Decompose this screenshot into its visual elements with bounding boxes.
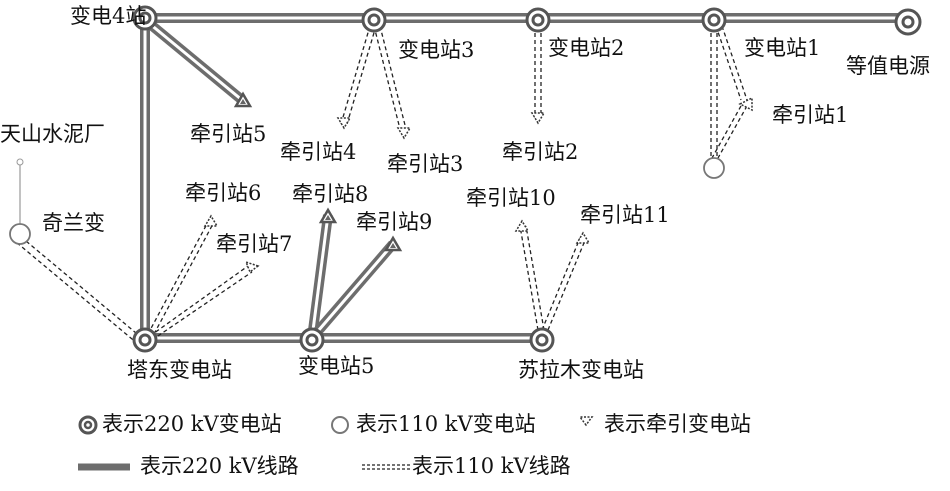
label-traction7: 牵引站7 bbox=[216, 232, 293, 256]
label-tianshan-cement: 天山水泥厂 bbox=[0, 122, 105, 146]
substation2-node bbox=[525, 7, 551, 33]
label-sulamu: 苏拉木变电站 bbox=[518, 358, 644, 382]
legend-sub110-icon bbox=[331, 416, 349, 434]
traction11-node bbox=[575, 231, 591, 244]
line110-sub2-traction2 bbox=[534, 26, 542, 118]
label-traction5: 牵引站5 bbox=[190, 122, 267, 146]
lines-220kv bbox=[140, 13, 908, 343]
label-qilan: 奇兰变 bbox=[42, 211, 105, 235]
label-traction6: 牵引站6 bbox=[185, 181, 262, 205]
line110-tadong-traction6 bbox=[147, 221, 215, 335]
label-substation4: 变电4站 bbox=[70, 4, 147, 28]
line110-tadong-qilan bbox=[15, 235, 143, 345]
equivalent-source-node bbox=[894, 8, 922, 36]
line110-sulamu-traction11 bbox=[541, 237, 587, 331]
label-traction2: 牵引站2 bbox=[502, 140, 579, 164]
legend-traction-text: 表示牵引变电站 bbox=[604, 412, 751, 436]
line110-tadong-traction7 bbox=[149, 265, 253, 341]
traction10-node bbox=[514, 219, 530, 232]
label-traction4: 牵引站4 bbox=[280, 140, 357, 164]
sub220-nodes bbox=[78, 5, 922, 435]
line110-traction1-node bbox=[711, 105, 748, 159]
label-substation1: 变电站1 bbox=[744, 36, 821, 60]
legend-sub220-icon bbox=[78, 415, 98, 435]
tadong-node bbox=[132, 327, 158, 353]
legend-sub220-text: 表示220 kV变电站 bbox=[102, 412, 282, 436]
label-traction10: 牵引站10 bbox=[466, 186, 556, 210]
traction8-node bbox=[318, 207, 338, 224]
traction7-node bbox=[244, 260, 260, 274]
lines-110kv bbox=[15, 25, 748, 470]
node110-sub1-branch bbox=[703, 157, 725, 179]
label-tadong: 塔东变电站 bbox=[127, 358, 232, 382]
label-substation5: 变电站5 bbox=[298, 354, 375, 378]
label-substation3: 变电站3 bbox=[398, 38, 475, 62]
substation4-node bbox=[132, 5, 158, 31]
line110-sulamu-traction10 bbox=[519, 225, 545, 331]
substation5-node bbox=[299, 327, 325, 353]
label-traction1: 牵引站1 bbox=[772, 103, 849, 127]
legend-traction-icon bbox=[578, 416, 594, 427]
line220-sub4-traction5 bbox=[146, 20, 246, 104]
traction4-node bbox=[336, 117, 352, 130]
substation3-node bbox=[361, 7, 387, 33]
traction6-node bbox=[203, 214, 219, 227]
label-equivalent-source: 等值电源 bbox=[846, 54, 930, 78]
label-traction11: 牵引站11 bbox=[580, 203, 670, 227]
line220-sub5-traction9 bbox=[308, 240, 397, 342]
legend-sub110-text: 表示110 kV变电站 bbox=[356, 412, 536, 436]
traction9-node bbox=[383, 235, 403, 252]
line110-sub1-traction1 bbox=[715, 25, 748, 101]
line110-sub1-node bbox=[710, 26, 718, 158]
legend-line220-text: 表示220 kV线路 bbox=[140, 454, 299, 478]
traction3-node bbox=[396, 127, 412, 140]
sulamu-node bbox=[529, 327, 555, 353]
traction5-node bbox=[233, 91, 253, 108]
traction-nodes bbox=[203, 91, 753, 427]
tianshan-node bbox=[16, 158, 24, 166]
label-substation2: 变电站2 bbox=[548, 36, 625, 60]
traction2-node bbox=[530, 112, 546, 125]
line220-sub5-traction8 bbox=[307, 214, 333, 339]
sub110-nodes bbox=[9, 157, 725, 434]
line110-sub3-traction3 bbox=[373, 25, 408, 134]
label-traction3: 牵引站3 bbox=[387, 152, 464, 176]
qilan-node bbox=[9, 223, 31, 245]
label-traction9: 牵引站9 bbox=[356, 210, 433, 234]
label-traction8: 牵引站8 bbox=[292, 182, 369, 206]
substation1-node bbox=[701, 7, 727, 33]
line110-sub3-traction4 bbox=[340, 25, 377, 125]
legend-line110-text: 表示110 kV线路 bbox=[412, 454, 571, 478]
traction1-node bbox=[738, 96, 753, 112]
